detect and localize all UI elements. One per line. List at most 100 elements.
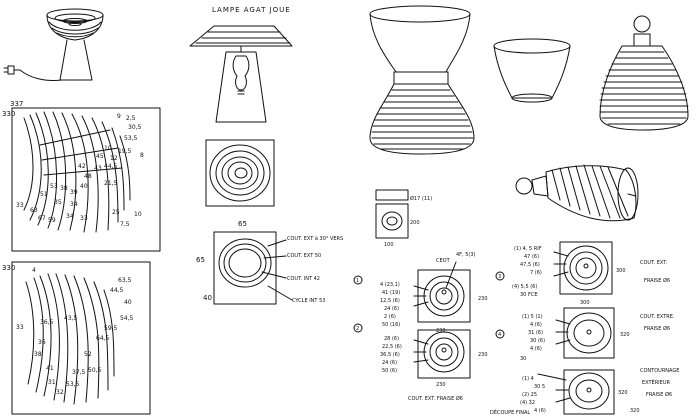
step-number: 3 bbox=[498, 274, 501, 280]
step-2-label: 36,5 (6) bbox=[380, 352, 400, 358]
block-label: Ø17 (11) bbox=[410, 195, 432, 202]
step-1-label: 41 (19) bbox=[382, 290, 400, 296]
grid-top-label: 2,5 bbox=[126, 115, 136, 122]
grid-bottom-panel: 330 4 63,5 44,5 40 54,5 59,5 64,5 33 36,… bbox=[2, 261, 151, 415]
grid-bottom-label: 52 bbox=[84, 351, 92, 358]
step-2-label: 24 (6) bbox=[382, 360, 397, 366]
step-3-caption: COUT. EXT. bbox=[640, 260, 668, 266]
grid-top-label: 44,5 bbox=[104, 163, 118, 170]
step-4-label: 31 (6) bbox=[528, 330, 543, 336]
grid-top-label: 19,5 bbox=[118, 148, 132, 155]
step-3-label: 30 FCE bbox=[520, 292, 537, 298]
step-3-label: 47 (6) bbox=[524, 254, 539, 260]
grid-bottom-label: 33 bbox=[16, 324, 24, 331]
grid-top-label: 33 bbox=[80, 215, 88, 222]
grid-bottom-corner-label: 330 bbox=[2, 264, 15, 272]
step-5-footer: DÉCOUPE FINAL bbox=[490, 408, 530, 416]
step-2-label: 28 (6) bbox=[384, 336, 399, 342]
step-5-caption: FRAISE Ø6 bbox=[646, 391, 672, 398]
grid-top-label: 53,5 bbox=[124, 135, 138, 142]
grid-bottom-label: 36 bbox=[38, 339, 46, 346]
block-label: 200 bbox=[410, 220, 420, 226]
square-plan-callout: COUT. EXT à 30° VERS bbox=[287, 235, 343, 242]
grid-bottom-label: 59,5 bbox=[104, 325, 118, 332]
step-1-top-label: 4F, 5(3) bbox=[456, 252, 476, 258]
step-5-label: (4) 32 bbox=[520, 400, 535, 406]
grid-top-label: 34 bbox=[70, 201, 78, 208]
step-5-caption: EXTÉRIEUR bbox=[642, 378, 670, 386]
grid-top-label: 12 bbox=[110, 155, 118, 162]
striped-lamp-upright bbox=[599, 15, 689, 131]
machining-step-3: 3 (1) 4, 5 RIF 47 (6) 47,5 (6) 7 (6) (4)… bbox=[495, 241, 670, 306]
grid-bottom-label: 64,5 bbox=[96, 335, 110, 342]
grid-top-label: 38 bbox=[60, 185, 68, 192]
grid-top-label: 67 bbox=[38, 215, 46, 222]
grid-top-label: 8 bbox=[140, 152, 144, 159]
step-4-label: 30 (6) bbox=[530, 338, 545, 344]
grid-top-label: 51 bbox=[40, 191, 48, 198]
step-number: 2 bbox=[356, 326, 359, 332]
step-number: 4 bbox=[498, 332, 501, 338]
square-plan-callout: CYCLE INT 53 bbox=[292, 298, 325, 304]
step-3-label: (4) 5,5 (6) bbox=[512, 284, 537, 290]
block-label: 100 bbox=[384, 242, 394, 248]
step-5-dim: 320 bbox=[630, 408, 640, 414]
square-plan-dim-bottom: 40 bbox=[203, 294, 212, 302]
grid-top-label: 30,5 bbox=[128, 124, 142, 131]
step-1-label: 12,5 (6) bbox=[380, 298, 400, 304]
square-plan-callout: COUT. INT 42 bbox=[287, 276, 320, 282]
square-plan-drawing: 65 65 40 COUT. EXT à 30° VERS COUT. EXT … bbox=[196, 220, 343, 305]
lamp-sketch-bulb bbox=[189, 25, 293, 123]
machining-step-1: 1 CEOT 4F, 5(3) 4 (23,1) 41 (19) 12,5 (6… bbox=[353, 252, 488, 334]
step-5-dim: 320 bbox=[618, 390, 628, 396]
step-4-caption: COUT. EXTRE. bbox=[640, 314, 675, 320]
lamp-sketch-small bbox=[3, 8, 104, 81]
grid-bottom-label: 54,5 bbox=[120, 315, 134, 322]
grid-top-label: 53 bbox=[50, 183, 58, 190]
step-5-label: 30 5 bbox=[534, 384, 545, 390]
plan-view-spiral bbox=[205, 139, 275, 207]
step-5-label: 4 (6) bbox=[534, 408, 546, 414]
grid-bottom-label: 40 bbox=[124, 299, 132, 306]
grid-top-label: 45 bbox=[96, 153, 104, 160]
step-3-caption: FRAISE Ø6 bbox=[644, 277, 670, 284]
grid-top-label: 59 bbox=[48, 217, 56, 224]
grid-top-label: 43 bbox=[94, 165, 102, 172]
step-2-label: 50 (6) bbox=[382, 368, 397, 374]
grid-bottom-label: 63,5 bbox=[118, 277, 132, 284]
step-1-top-label: CEOT bbox=[436, 258, 451, 264]
square-plan-dim-side: 65 bbox=[196, 256, 205, 264]
grid-top-label: 33 bbox=[16, 202, 24, 209]
square-plan-dim-top: 65 bbox=[238, 220, 247, 228]
grid-bottom-label: 32 bbox=[56, 389, 64, 396]
step-5-label: (2) 25 bbox=[522, 392, 537, 398]
machining-step-4: 4 (1) 5 (1) 4 (6) 31 (6) 30 (6) 4 (6) 32… bbox=[495, 307, 675, 362]
step-2-caption: COUT. EXT. FRAISE Ø6 bbox=[408, 395, 463, 402]
step-5-label: (1) 4 bbox=[522, 376, 534, 382]
step-2-dim: 230 bbox=[478, 352, 488, 358]
grid-top-label: 10 bbox=[104, 145, 112, 152]
step-1-label: 24 (6) bbox=[384, 306, 399, 312]
step-number: 1 bbox=[356, 278, 359, 284]
grid-top-label: 42 bbox=[78, 163, 86, 170]
grid-top-label: 25 bbox=[112, 209, 120, 216]
step-3-label: (1) 4, 5 RIF bbox=[514, 246, 542, 252]
grid-top-label: 63 bbox=[30, 207, 38, 214]
grid-top-label: 21,5 bbox=[104, 180, 118, 187]
step-1-label: 50 (16) bbox=[382, 322, 400, 328]
step-1-label: 2 (6) bbox=[384, 314, 396, 320]
step-3-label: 47,5 (6) bbox=[520, 262, 540, 268]
grid-bottom-label: 53,5 bbox=[66, 381, 80, 388]
step-1-label: 4 (23,1) bbox=[380, 282, 400, 288]
grid-bottom-label: 44,5 bbox=[110, 287, 124, 294]
machining-step-5: (1) 4 30 5 (2) 25 (4) 32 4 (6) 320 320 C… bbox=[490, 368, 679, 416]
machining-step-2: 2 28 (6) 22,5 (6) 36,5 (6) 24 (6) 50 (6)… bbox=[353, 323, 488, 402]
step-2-label: 22,5 (6) bbox=[382, 344, 402, 350]
sheet-title: LAMPE AGAT JOUE bbox=[212, 6, 291, 14]
step-3-label: 7 (6) bbox=[530, 270, 542, 276]
hourglass-lamp-drawing bbox=[369, 5, 475, 155]
grid-bottom-side-label: 4 bbox=[32, 267, 36, 274]
square-plan-callout: COUT. EXT 50 bbox=[287, 253, 321, 259]
grid-bottom-label: 50,5 bbox=[88, 367, 102, 374]
